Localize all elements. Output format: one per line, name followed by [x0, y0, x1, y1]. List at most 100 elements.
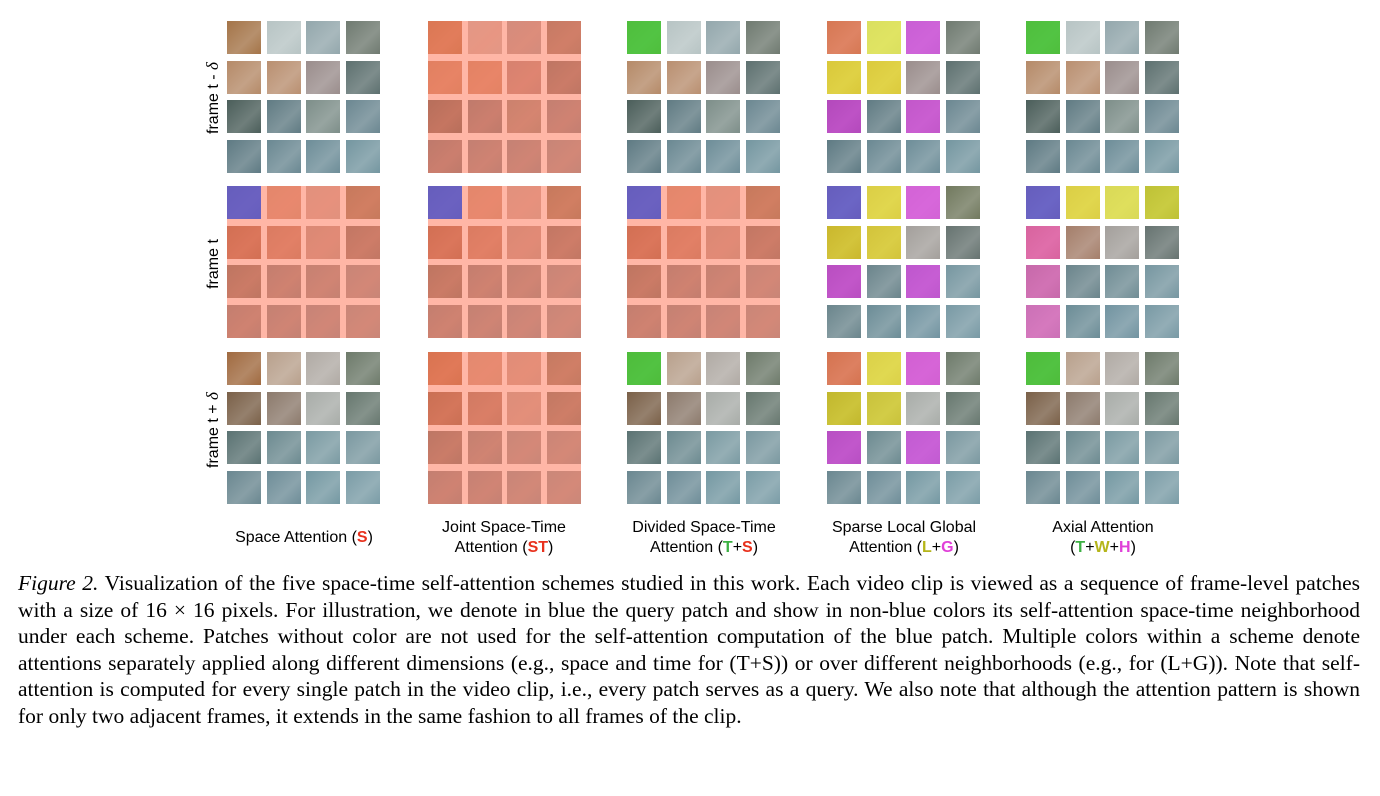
- attended-patch: [1065, 186, 1100, 219]
- patch: [266, 352, 301, 385]
- patch: [666, 470, 701, 504]
- patch: [1144, 431, 1179, 464]
- patch: [945, 391, 980, 425]
- patch: [1105, 21, 1140, 54]
- attended-patch: [1105, 186, 1140, 219]
- frame-panel: [428, 186, 581, 338]
- patch: [706, 470, 741, 504]
- scheme-text-line1: Sparse Local Global: [831, 519, 977, 536]
- attended-patch: [866, 352, 901, 385]
- scheme-code: H: [1119, 539, 1131, 556]
- patch: [706, 21, 741, 54]
- patch: [266, 100, 301, 133]
- patch: [866, 265, 901, 298]
- attended-patch: [906, 352, 941, 385]
- patch: [745, 21, 780, 54]
- patch: [1065, 470, 1100, 504]
- scheme-code: ST: [527, 539, 549, 556]
- frame-panel: [1026, 21, 1179, 173]
- attended-patch: [745, 186, 780, 219]
- patch: [1065, 60, 1100, 94]
- attended-patch: [345, 225, 380, 259]
- patch: [906, 225, 941, 259]
- attended-patch: [706, 225, 741, 259]
- attended-patch: [345, 304, 380, 338]
- attended-patch: [306, 225, 341, 259]
- attended-patch: [467, 21, 502, 54]
- patch: [266, 21, 301, 54]
- patch: [745, 60, 780, 94]
- attended-patch: [546, 304, 581, 338]
- patch: [306, 60, 341, 94]
- attended-patch: [467, 186, 502, 219]
- patch: [1144, 139, 1179, 173]
- attended-patch: [227, 304, 261, 338]
- caption-lead: Figure 2.: [18, 571, 99, 595]
- patch: [627, 100, 661, 133]
- patch: [866, 470, 901, 504]
- patch: [945, 470, 980, 504]
- attended-patch: [428, 139, 462, 173]
- attended-patch: [507, 391, 542, 425]
- frame-panel: [627, 352, 780, 504]
- patch: [345, 391, 380, 425]
- scheme-label-axial: Axial Attention(T+W+H): [1003, 518, 1203, 558]
- attended-patch: [266, 304, 301, 338]
- patch: [1144, 265, 1179, 298]
- patch: [1105, 265, 1140, 298]
- patch: [1105, 225, 1140, 259]
- attended-patch: [546, 225, 581, 259]
- attended-patch: [866, 60, 901, 94]
- patch: [706, 60, 741, 94]
- figure-caption: Figure 2. Visualization of the five spac…: [18, 570, 1360, 729]
- attended-patch: [1026, 225, 1060, 259]
- caption-text: Visualization of the five space-time sel…: [18, 571, 1360, 728]
- query-patch: [627, 186, 661, 219]
- patch: [827, 470, 861, 504]
- frame-panel: [428, 21, 581, 173]
- attended-patch: [866, 225, 901, 259]
- attended-patch: [866, 186, 901, 219]
- attended-patch: [827, 225, 861, 259]
- patch: [627, 391, 661, 425]
- attended-patch: [467, 352, 502, 385]
- patch: [1105, 352, 1140, 385]
- attended-patch: [1026, 21, 1060, 54]
- attended-patch: [306, 186, 341, 219]
- patch: [227, 21, 261, 54]
- scheme-text-line2: (: [1070, 539, 1076, 556]
- patch: [345, 60, 380, 94]
- patch: [627, 139, 661, 173]
- attended-patch: [666, 265, 701, 298]
- attended-patch: [266, 186, 301, 219]
- scheme-code: +: [1085, 539, 1095, 556]
- scheme-close: ): [953, 539, 959, 556]
- attended-patch: [428, 265, 462, 298]
- scheme-text-line1: Divided Space-Time: [632, 519, 776, 536]
- attended-patch: [745, 265, 780, 298]
- patch: [1026, 60, 1060, 94]
- scheme-close: ): [367, 529, 373, 546]
- patch: [1065, 139, 1100, 173]
- attended-patch: [627, 225, 661, 259]
- attended-patch: [906, 100, 941, 133]
- attended-patch: [507, 304, 542, 338]
- patch: [706, 139, 741, 173]
- patch: [1144, 225, 1179, 259]
- patch: [706, 352, 741, 385]
- attended-patch: [507, 100, 542, 133]
- patch: [945, 60, 980, 94]
- attended-patch: [627, 265, 661, 298]
- patch: [1065, 265, 1100, 298]
- attended-patch: [467, 470, 502, 504]
- patch: [666, 139, 701, 173]
- scheme-code: S: [356, 529, 368, 546]
- patch: [306, 470, 341, 504]
- attended-patch: [627, 352, 661, 385]
- attended-patch: [428, 225, 462, 259]
- row-label-frame-t: frame t: [205, 239, 222, 289]
- scheme-code: +: [1109, 539, 1119, 556]
- patch: [1144, 60, 1179, 94]
